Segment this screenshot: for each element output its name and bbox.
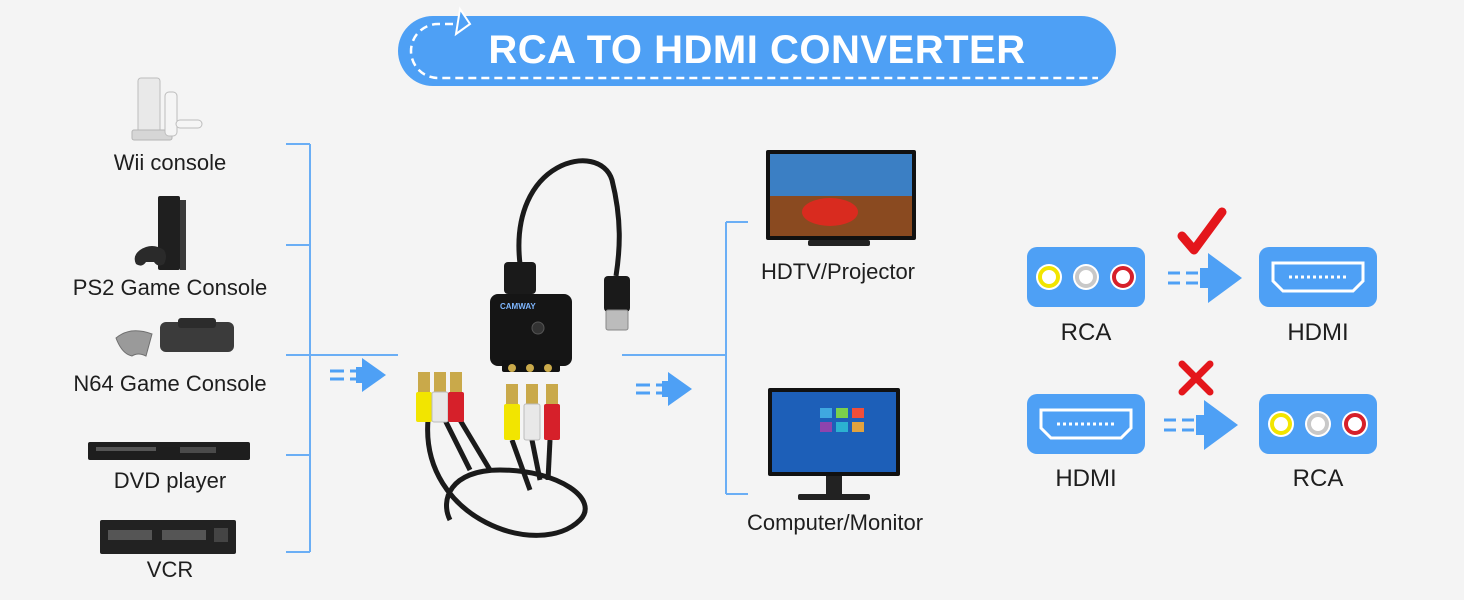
hdmi-port-icon [1259,247,1377,307]
source-label-n64: N64 Game Console [73,371,267,396]
rca-cable-icon [416,372,588,538]
compat-row1-to-label: HDMI [1287,319,1349,346]
output-label-hdtv: HDTV/Projector [760,259,916,284]
n64-console-icon [115,318,234,357]
title-arrow-icon [454,6,472,37]
flow-arrow-icon [1164,400,1238,450]
flow-arrow-icon [330,358,386,392]
sources-bracket [286,143,398,553]
page-title: RCA TO HDMI CONVERTER [488,28,1026,72]
outputs-bracket [622,221,748,495]
output-label-monitor: Computer/Monitor [746,510,924,535]
cross-icon [1178,360,1214,396]
check-icon [1177,207,1227,255]
source-label-wii: Wii console [113,150,227,175]
vcr-icon [100,520,236,554]
monitor-icon [768,388,900,500]
title-banner-shape [398,6,1116,86]
source-label-ps2: PS2 Game Console [72,275,268,300]
flow-arrow-icon [1168,253,1242,303]
title-banner: RCA TO HDMI CONVERTER [398,6,1116,86]
hdtv-icon [766,150,916,246]
compat-row2-to-label: RCA [1292,465,1344,492]
source-label-dvd: DVD player [113,468,227,493]
source-label-vcr: VCR [146,557,194,582]
wii-console-icon [131,77,203,141]
ps2-console-icon [134,196,186,270]
compat-row2-from-label: HDMI [1055,465,1117,492]
flow-arrow-icon [636,372,692,406]
rca-port-icon [1259,394,1377,454]
hdmi-port-icon [1027,394,1145,454]
converter-device-icon [490,158,630,372]
dvd-player-icon [88,442,250,460]
rca-port-icon [1027,247,1145,307]
compat-row1-from-label: RCA [1060,319,1112,346]
converter-brand-label: CAMWAY [500,302,536,311]
